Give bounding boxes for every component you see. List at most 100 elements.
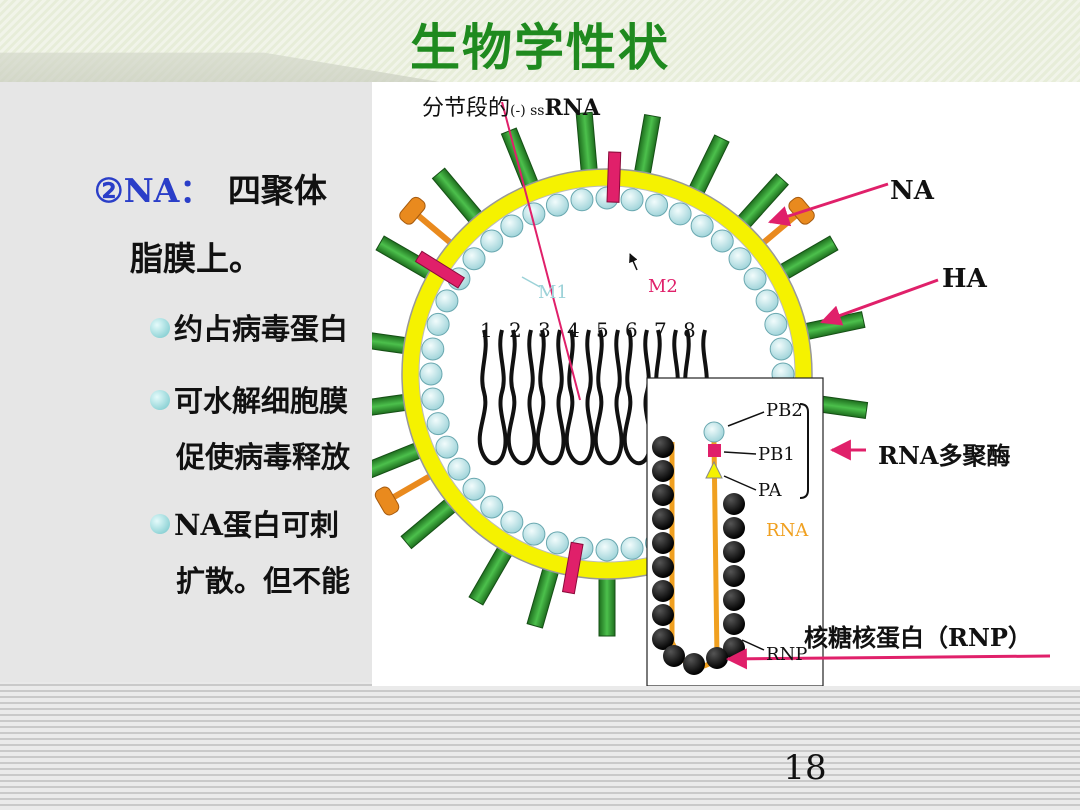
nucleoprotein: [663, 645, 685, 667]
na-pointer: [768, 182, 889, 227]
ha-spike: [526, 565, 560, 629]
circled-number: ②: [94, 171, 124, 210]
nucleoprotein: [652, 628, 674, 650]
m1-protein: [462, 247, 486, 271]
ha-spike-body: [598, 575, 616, 637]
segment-number: 5: [596, 318, 609, 342]
bullet-1-text: 约占病毒蛋白: [174, 312, 349, 346]
rnp-leader: [741, 639, 765, 651]
m1-protein: [570, 188, 594, 212]
m1-protein: [668, 202, 692, 226]
segmented-rna-label-prefix: 分节段的: [422, 96, 511, 121]
pb1-subunit: [708, 444, 721, 457]
ha-spike-body: [687, 134, 730, 197]
nucleoprotein: [652, 532, 674, 554]
line1-text: 四聚体: [227, 171, 327, 210]
segmented-rna-label-suffix: RNA: [544, 95, 600, 121]
ha-spike: [687, 134, 730, 197]
na-spike: [374, 472, 434, 516]
m1-protein: [728, 247, 752, 271]
nucleoprotein: [652, 580, 674, 602]
nucleoprotein: [723, 493, 745, 515]
ha-spike: [802, 311, 866, 341]
bullet-3-text: NA蛋白可刺: [174, 508, 340, 542]
rna-segment: [535, 329, 566, 466]
m1-protein: [545, 531, 569, 555]
m2-channels: [414, 151, 622, 595]
na-spike-head: [374, 486, 400, 516]
pa-subunit: [705, 460, 723, 479]
rna-pointer-line: [501, 101, 581, 401]
nucleoprotein: [652, 460, 674, 482]
ha-spike: [777, 235, 839, 281]
bullet-3-continued: 扩散。但不能: [176, 564, 351, 598]
rnp-small-label: RNP: [766, 644, 808, 665]
bullet-2-text: 可水解细胞膜: [174, 384, 349, 418]
m1-protein: [545, 193, 569, 217]
rnp-inset: [652, 403, 809, 675]
nucleoprotein: [652, 508, 674, 530]
m1-protein: [500, 214, 524, 238]
polymerase-label: RNA多聚酶: [878, 441, 1011, 470]
m2-channel-body: [414, 250, 466, 289]
pa-label: PA: [758, 480, 782, 501]
m2-channel: [561, 541, 584, 595]
m1-protein: [645, 193, 669, 217]
ha-spike-body: [500, 127, 540, 191]
m1-protein: [435, 435, 459, 459]
ha-spike-body: [468, 544, 514, 606]
nucleoprotein: [652, 484, 674, 506]
ha-spike-body: [633, 114, 661, 178]
na-spike-stalk: [390, 472, 434, 501]
nucleoprotein: [723, 517, 745, 539]
text-line-1: ②NA： 四聚体: [94, 164, 327, 212]
ha-spike: [500, 127, 540, 191]
m1-protein: [447, 457, 471, 481]
footer-band: [0, 684, 1080, 810]
ha-spike-body: [526, 565, 560, 629]
m1-label: M1: [538, 282, 568, 303]
m2-channel: [606, 151, 622, 203]
m1-protein: [710, 229, 734, 253]
segment-number: 1: [480, 318, 493, 342]
nucleoprotein: [706, 647, 728, 669]
slide-title: 生物学性状: [410, 18, 670, 77]
m1-protein: [435, 289, 459, 313]
ha-spike-body: [802, 311, 866, 341]
bullet-2-continued: 促使病毒释放: [176, 440, 351, 474]
m1-protein: [480, 495, 504, 519]
m1-protein: [522, 522, 546, 546]
rna-small-label: RNA: [766, 520, 809, 541]
m1-protein: [421, 387, 445, 411]
pa-leader: [723, 475, 757, 491]
m1-protein: [421, 337, 445, 361]
nucleoprotein: [723, 565, 745, 587]
m1-protein: [419, 362, 443, 386]
segmented-rna-label-small: (-) ss: [510, 103, 545, 119]
bullet-3: NA蛋白可刺: [150, 502, 339, 544]
ha-spike: [633, 114, 661, 178]
text-line-2: 脂膜上。: [130, 239, 262, 278]
segment-number: 3: [538, 318, 551, 342]
ha-spike: [598, 575, 616, 637]
m2-channel: [414, 250, 466, 289]
nucleoprotein: [723, 541, 745, 563]
bullet-dot: [150, 318, 170, 338]
bullet-dot: [150, 390, 170, 410]
m2-pointer: [629, 253, 638, 271]
ha-pointer: [820, 278, 939, 326]
page-number: 18: [783, 748, 827, 788]
segment-number: 4: [567, 318, 580, 342]
segment-number: 7: [654, 318, 667, 342]
m1-protein: [500, 510, 524, 534]
rna-segment: [477, 329, 508, 466]
virus-structure-svg: [372, 101, 1051, 686]
m2-channel-body: [606, 151, 622, 203]
rna-segment: [593, 329, 624, 466]
m1-protein: [620, 188, 644, 212]
m2-channel-body: [561, 541, 584, 595]
rnp-full-label: 核糖核蛋白（RNP）: [804, 623, 1032, 652]
bullet-2: 可水解细胞膜: [150, 378, 348, 420]
nucleoprotein: [723, 589, 745, 611]
ha-spike-body: [777, 235, 839, 281]
